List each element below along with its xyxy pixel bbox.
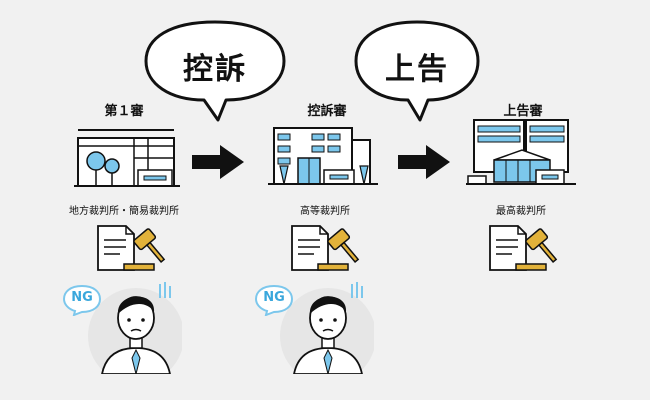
flow-arrow-right-icon: [192, 145, 246, 179]
court-name-jokoku: 最高裁判所: [496, 206, 546, 217]
district-court-building-icon: [74, 128, 184, 192]
stage-title-first: 第１審: [104, 104, 144, 119]
court-name-koso: 高等裁判所: [300, 206, 350, 217]
speech-bubble-shape: [354, 20, 480, 122]
ng-label: NG: [263, 290, 285, 305]
flow-arrow-right-icon: [398, 145, 452, 179]
speech-bubble-shape: [144, 20, 286, 122]
court-name-first: 地方裁判所・簡易裁判所: [69, 206, 179, 217]
ng-speech-badge: NG: [62, 284, 102, 316]
appeal-bubble-koso: 控訴: [140, 18, 290, 122]
ng-speech-badge: NG: [254, 284, 294, 316]
stage-title-jokoku: 上告審: [503, 104, 543, 119]
judgment-document-gavel-icon: [94, 224, 174, 274]
appeal-label-koso: 控訴: [183, 52, 247, 87]
supreme-court-building-icon: [466, 116, 578, 192]
disappointed-person-illustration: NG: [254, 278, 374, 374]
disappointed-person-illustration: NG: [62, 278, 182, 374]
high-court-building-icon: [268, 124, 380, 190]
judgment-document-gavel-icon: [288, 224, 368, 274]
appeal-bubble-jokoku: 上告: [352, 18, 482, 122]
ng-label: NG: [71, 290, 93, 305]
judgment-document-gavel-icon: [486, 224, 566, 274]
appeal-label-jokoku: 上告: [385, 52, 449, 87]
stage-title-koso: 控訴審: [307, 104, 347, 119]
